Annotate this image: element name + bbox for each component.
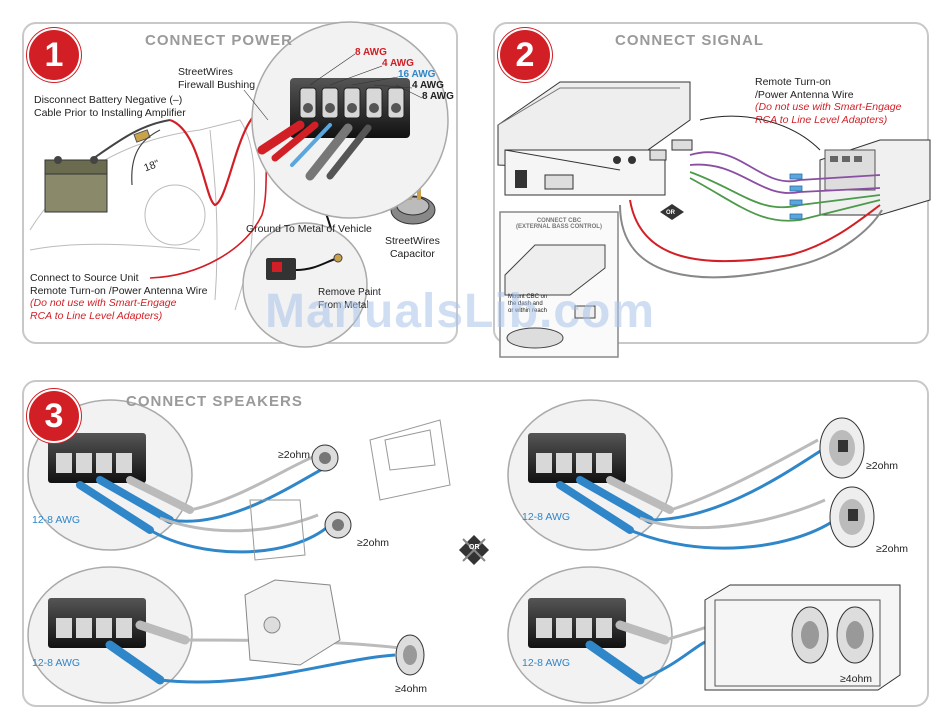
awg-label-3: 16 AWG xyxy=(398,69,436,80)
speakers-or-label: OR xyxy=(469,544,480,551)
awg-label-2: 4 AWG xyxy=(382,58,414,69)
cbc-note: Mount CBC on the dash and or within reac… xyxy=(508,294,548,314)
awg-label-br: 12-8 AWG xyxy=(522,657,571,669)
subwoofer-icon-bottom xyxy=(829,486,875,548)
ground-point-icon xyxy=(266,253,343,280)
fuse-holder-icon xyxy=(133,129,151,143)
signal-or-label: OR xyxy=(666,210,675,216)
ohm-label-woofer: ≥4ohm xyxy=(395,683,428,695)
coax-speaker-icon-top xyxy=(311,444,339,472)
amplifier-icon xyxy=(497,81,693,196)
watermark: ManualsLib.com xyxy=(265,285,656,338)
cbc-amp-sketch xyxy=(504,244,606,349)
woofer-icon-bl xyxy=(395,634,425,676)
coax-speaker-icon-bottom xyxy=(324,511,352,539)
remove-paint-label: Remove Paint From Metal xyxy=(318,287,381,311)
speaker-terminal-block-tr xyxy=(528,433,626,483)
remote-turnon-label: Remote Turn-on /Power Antenna Wire xyxy=(755,76,854,101)
connect-speakers-title: CONNECT SPEAKERS xyxy=(126,393,303,410)
power-cables-icon xyxy=(257,120,372,181)
source-unit-label: Connect to Source Unit Remote Turn-on /P… xyxy=(30,272,208,297)
ohm-label-coax-bottom: ≥2ohm xyxy=(357,537,390,549)
firewall-bushing-label: StreetWires Firewall Bushing xyxy=(178,66,256,91)
or-divider-icon xyxy=(459,535,489,565)
capacitor-label: StreetWires Capacitor xyxy=(385,235,440,260)
car-door-sketch xyxy=(249,419,451,561)
step-3-badge: 3 xyxy=(29,391,79,441)
connect-power-title: CONNECT POWER xyxy=(145,32,293,49)
ground-label: Ground To Metal of Vehicle xyxy=(246,223,372,235)
awg-label-4: 4 AWG xyxy=(412,80,444,91)
power-warning-label: (Do not use with Smart-Engage RCA to Lin… xyxy=(30,297,177,322)
cbc-title: CONNECT CBC (EXTERNAL BASS CONTROL) xyxy=(516,218,602,230)
power-terminal-block-icon xyxy=(290,78,410,138)
awg-label-1: 8 AWG xyxy=(355,47,387,58)
step-1-badge: 1 xyxy=(29,30,79,80)
awg-label-5: 8 AWG xyxy=(422,91,454,102)
step-2-badge: 2 xyxy=(500,30,550,80)
subwoofer-icon-top xyxy=(819,417,865,479)
ohm-label-coax-top: ≥2ohm xyxy=(278,449,311,461)
battery-icon xyxy=(44,156,108,213)
connect-signal-title: CONNECT SIGNAL xyxy=(615,32,764,49)
disconnect-battery-label: Disconnect Battery Negative (–) Cable Pr… xyxy=(34,94,186,119)
signal-warning-label: (Do not use with Smart-Engage RCA to Lin… xyxy=(755,101,902,126)
subwoofer-box-icon xyxy=(704,584,901,691)
awg-label-tl: 12-8 AWG xyxy=(32,514,81,526)
speaker-terminal-block-br xyxy=(528,598,626,648)
ohm-label-sub-bottom: ≥2ohm xyxy=(876,543,909,555)
speaker-terminal-block-bl xyxy=(48,598,146,648)
ohm-label-sub-box: ≥4ohm xyxy=(840,673,873,685)
speaker-terminal-block-tl xyxy=(48,433,146,483)
awg-label-tr: 12-8 AWG xyxy=(522,511,571,523)
kick-enclosure-sketch xyxy=(244,579,341,666)
awg-label-bl: 12-8 AWG xyxy=(32,657,81,669)
ohm-label-sub-top: ≥2ohm xyxy=(866,460,899,472)
